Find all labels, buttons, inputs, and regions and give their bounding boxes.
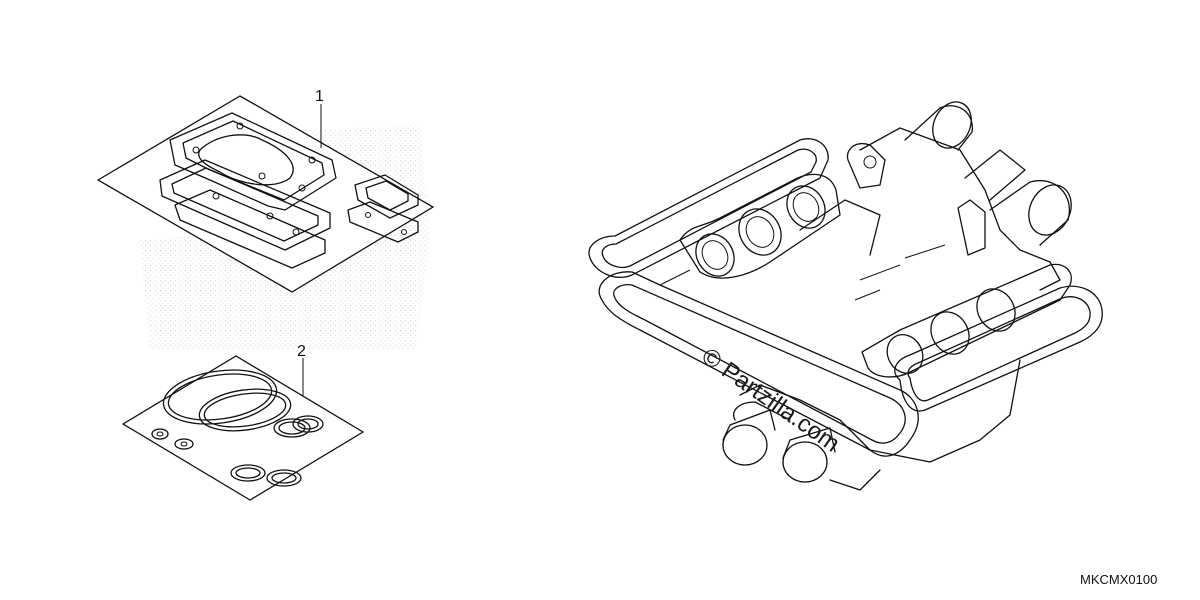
engine-block-illustration [588, 101, 1103, 491]
head-gasket-right [861, 263, 1072, 378]
gasket-kit-a [96, 95, 435, 293]
head-gasket-upper [169, 112, 337, 211]
o-ring-medium [198, 388, 292, 432]
pipe-end-right [782, 441, 828, 483]
gasket-kit-b [121, 355, 365, 501]
gasket-frame-right [894, 285, 1103, 412]
o-ring-large [162, 369, 278, 425]
head-gasket-cylinders [679, 173, 841, 279]
o-ring-bottom [230, 464, 266, 482]
washer [151, 428, 169, 440]
callout-1: 1 [315, 88, 324, 105]
callout-2: 2 [297, 343, 306, 360]
gasket-frame-upper [588, 138, 829, 278]
o-ring-small [273, 418, 311, 438]
small-gasket [347, 174, 419, 243]
watermark: © Partzilla.com [697, 343, 845, 458]
pipe-end-left [722, 424, 768, 466]
head-gasket-lower [159, 159, 331, 269]
diagram-code: MKCMX0100 [1080, 572, 1157, 587]
gasket-frame-lower [598, 271, 919, 457]
